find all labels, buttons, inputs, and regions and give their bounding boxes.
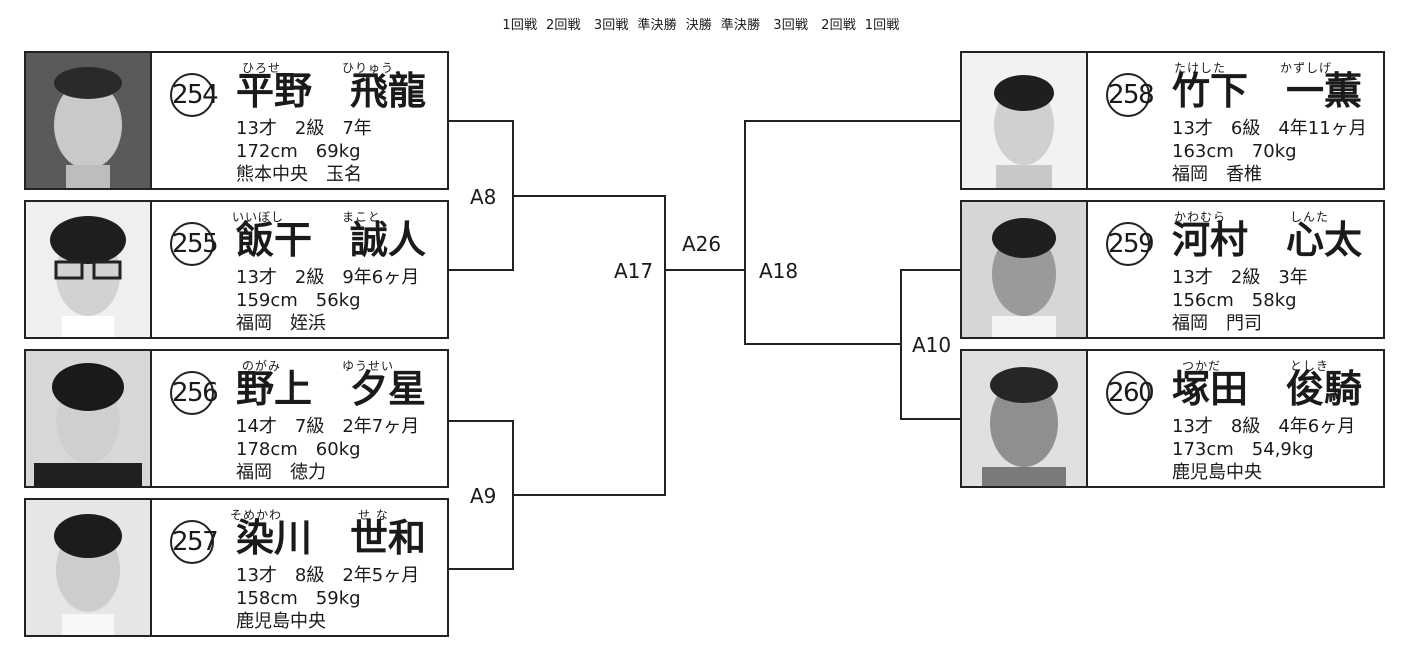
- player-photo: [26, 500, 152, 635]
- player-name: 竹下 一薫: [1172, 69, 1363, 113]
- match-label-a9: A9: [470, 484, 497, 508]
- info-age-rank: 13才 2級 3年: [1172, 267, 1308, 288]
- bracket-line: [664, 195, 666, 496]
- player-name: 飯干 誠人: [236, 218, 427, 262]
- player-photo: [962, 351, 1088, 486]
- entry-number: 254: [170, 73, 219, 117]
- info-body: 158cm 59kg: [236, 588, 361, 609]
- bracket-line: [744, 120, 746, 345]
- info-age-rank: 13才 8級 4年6ヶ月: [1172, 416, 1356, 437]
- name-ruby-family: いいぼし: [232, 210, 285, 224]
- player-photo: [26, 53, 152, 188]
- name-ruby-given: せ な: [358, 508, 389, 522]
- round-header: 1回戦 2回戦 3回戦 準決勝 決勝 準決勝 3回戦 2回戦 1回戦: [502, 18, 900, 33]
- name-ruby-family: たけした: [1174, 61, 1227, 75]
- name-ruby-family: そめかわ: [230, 508, 283, 522]
- info-dojo: 鹿児島中央: [236, 611, 326, 632]
- info-age-rank: 13才 2級 9年6ヶ月: [236, 267, 420, 288]
- bracket-line: [449, 269, 513, 271]
- player-name: 野上 夕星: [236, 367, 427, 411]
- match-label-a8: A8: [470, 185, 497, 209]
- info-dojo: 福岡 門司: [1172, 313, 1262, 334]
- entry-number: 256: [170, 371, 219, 415]
- bracket-line: [744, 343, 902, 345]
- bracket-line: [449, 420, 513, 422]
- bracket-line: [900, 269, 962, 271]
- info-body: 172cm 69kg: [236, 141, 361, 162]
- player-photo: [26, 202, 152, 337]
- info-body: 156cm 58kg: [1172, 290, 1297, 311]
- info-age-rank: 13才 8級 2年5ヶ月: [236, 565, 420, 586]
- player-name: 塚田 俊騎: [1172, 367, 1363, 411]
- bracket-line: [512, 494, 666, 496]
- bracket-line: [449, 120, 513, 122]
- info-body: 163cm 70kg: [1172, 141, 1297, 162]
- player-name: 平野 飛龍: [236, 69, 427, 113]
- bracket-line: [900, 418, 962, 420]
- name-ruby-given: ひりゅう: [342, 61, 395, 75]
- info-dojo: 福岡 姪浜: [236, 313, 326, 334]
- info-body: 173cm 54,9kg: [1172, 439, 1314, 460]
- name-ruby-given: ゆうせい: [342, 359, 395, 373]
- name-ruby-given: しんた: [1290, 210, 1330, 224]
- name-ruby-family: つかだ: [1182, 359, 1222, 373]
- player-photo: [962, 202, 1088, 337]
- info-dojo: 鹿児島中央: [1172, 462, 1262, 483]
- bracket-line: [664, 269, 746, 271]
- player-photo: [962, 53, 1088, 188]
- info-age-rank: 13才 2級 7年: [236, 118, 372, 139]
- name-ruby-given: まこと: [342, 210, 382, 224]
- match-label-a26: A26: [682, 232, 722, 256]
- bracket-line: [449, 568, 513, 570]
- match-label-a17: A17: [614, 259, 654, 283]
- player-name: 染川 世和: [236, 516, 427, 560]
- name-ruby-given: としき: [1290, 359, 1330, 373]
- info-body: 178cm 60kg: [236, 439, 361, 460]
- name-ruby-family: かわむら: [1174, 210, 1227, 224]
- entry-number: 259: [1106, 222, 1155, 266]
- info-age-rank: 13才 6級 4年11ヶ月: [1172, 118, 1367, 139]
- name-ruby-family: のがみ: [242, 359, 282, 373]
- name-ruby-family: ひろせ: [242, 61, 282, 75]
- match-label-a18: A18: [759, 259, 799, 283]
- player-name: 河村 心太: [1172, 218, 1363, 262]
- info-dojo: 熊本中央 玉名: [236, 164, 362, 185]
- match-label-a10: A10: [912, 333, 952, 357]
- bracket-line: [744, 120, 962, 122]
- info-body: 159cm 56kg: [236, 290, 361, 311]
- info-dojo: 福岡 徳力: [236, 462, 326, 483]
- info-age-rank: 14才 7級 2年7ヶ月: [236, 416, 420, 437]
- bracket-line: [900, 269, 902, 420]
- player-photo: [26, 351, 152, 486]
- name-ruby-given: かずしげ: [1280, 61, 1333, 75]
- bracket-line: [512, 195, 666, 197]
- entry-number: 260: [1106, 371, 1155, 415]
- info-dojo: 福岡 香椎: [1172, 164, 1262, 185]
- entry-number: 255: [170, 222, 219, 266]
- entry-number: 258: [1106, 73, 1155, 117]
- entry-number: 257: [170, 520, 219, 564]
